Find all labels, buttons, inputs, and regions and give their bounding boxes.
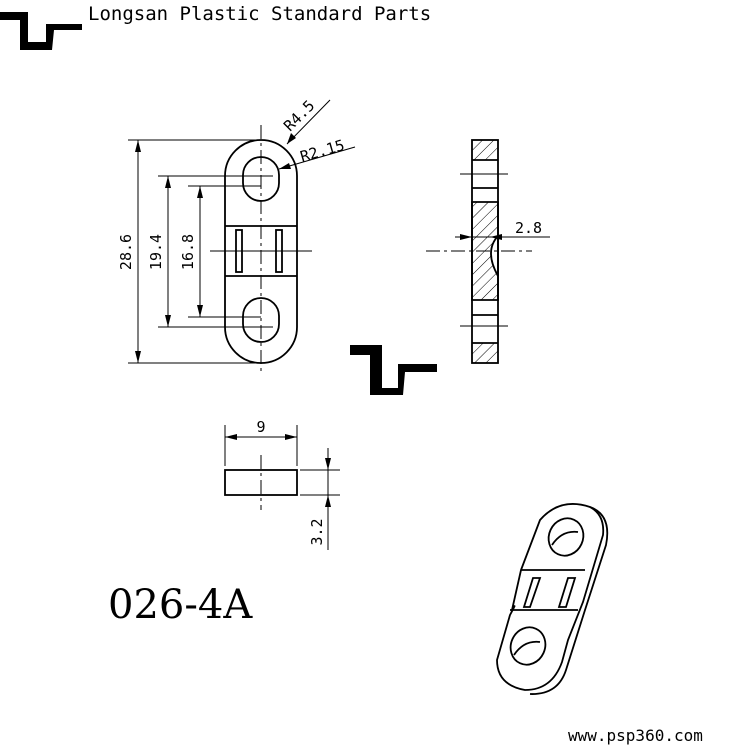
website-url: www.psp360.com <box>568 726 703 745</box>
dim-slot-outer-spacing: 19.4 <box>147 234 165 270</box>
front-view: 28.6 19.4 16.8 R4.5 R2.15 <box>117 97 356 372</box>
part-number: 026-4A <box>108 582 253 628</box>
dim-height: 3.2 <box>308 518 326 545</box>
dim-slot-inner-spacing: 16.8 <box>179 234 197 270</box>
logo-icon <box>0 12 82 50</box>
dim-section-thickness: 2.8 <box>515 219 542 237</box>
company-title: Longsan Plastic Standard Parts <box>88 3 432 25</box>
isometric-view <box>496 503 609 695</box>
section-view: 2.8 <box>426 139 550 364</box>
dim-width: 9 <box>256 418 265 436</box>
side-view: 9 3.2 <box>224 418 340 550</box>
dim-outer-radius: R4.5 <box>280 97 318 135</box>
dim-overall-length: 28.6 <box>117 234 135 270</box>
logo-icon <box>350 345 437 395</box>
dim-slot-radius: R2.15 <box>298 136 346 166</box>
